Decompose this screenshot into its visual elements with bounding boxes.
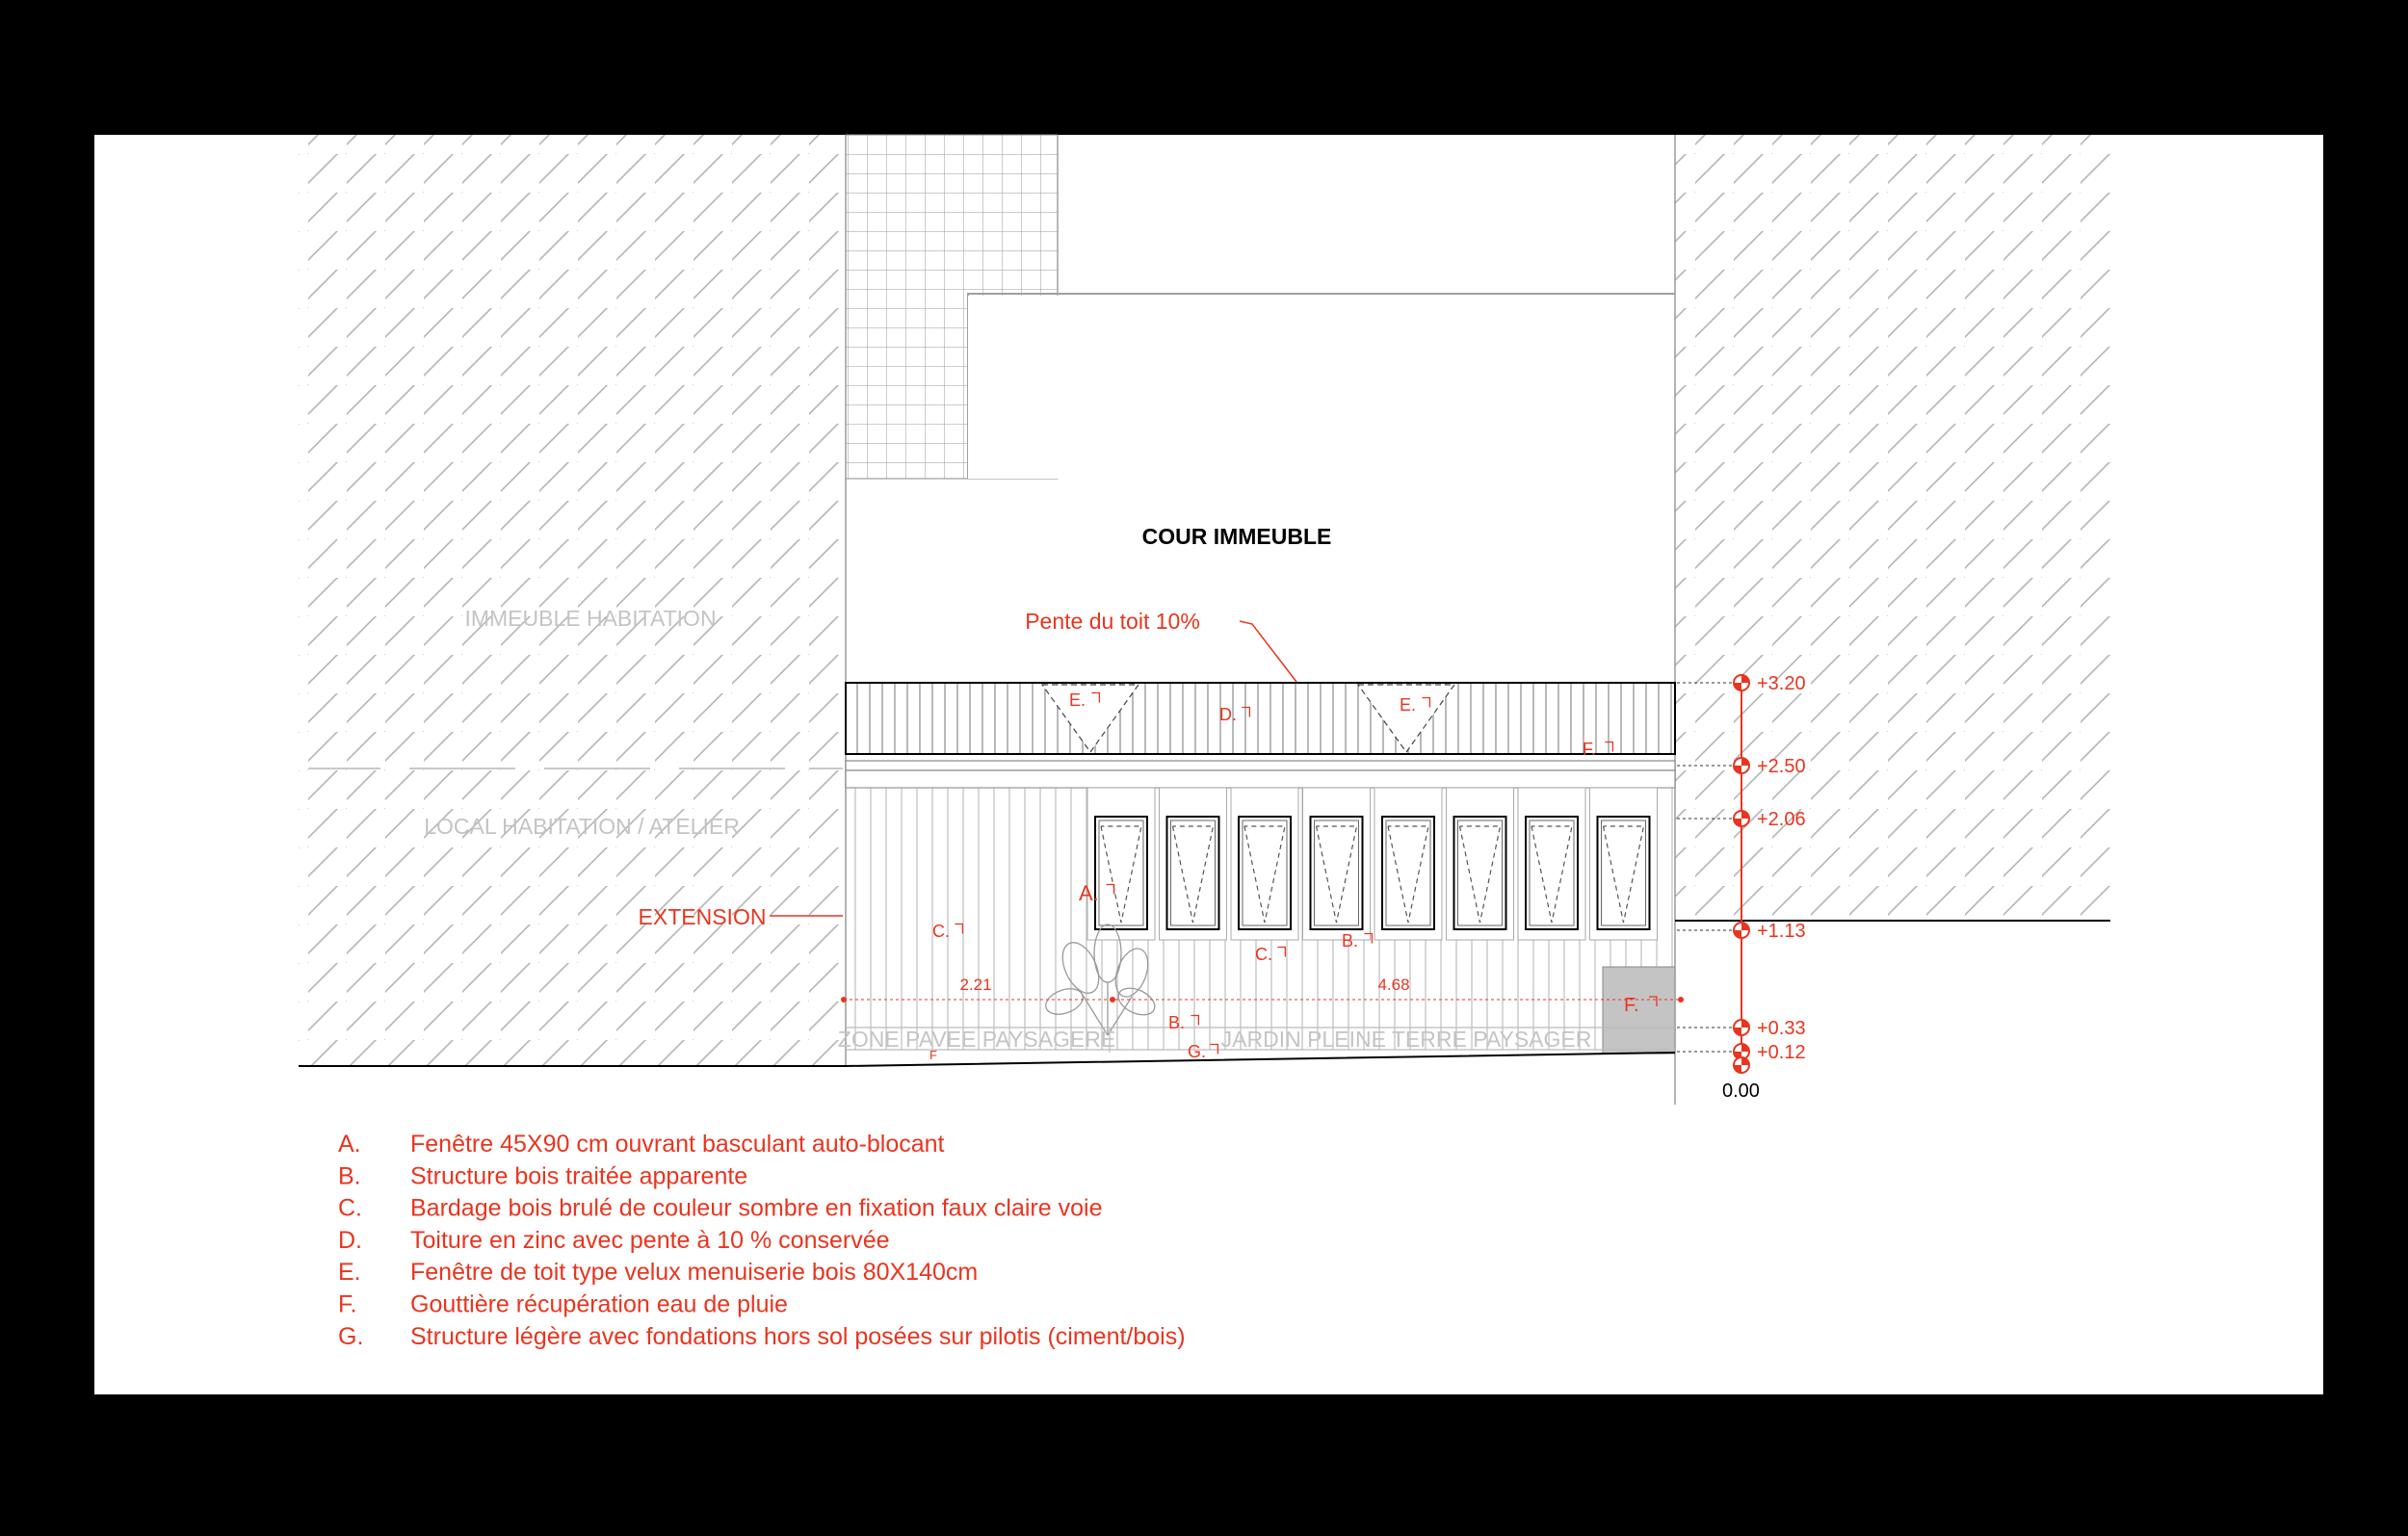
legend-key: C. <box>338 1195 362 1222</box>
callout-f2: F. <box>1624 995 1658 1016</box>
paved-zone-label: ZONE PAVEE PAYSAGERE <box>838 1027 1115 1052</box>
svg-text:E.: E. <box>1069 690 1086 710</box>
level-marker: +2.50 <box>1733 756 1806 777</box>
extension-label: EXTENSION <box>639 904 767 929</box>
callout-a: A. <box>1079 881 1115 905</box>
svg-text:G.: G. <box>1188 1042 1206 1061</box>
roof-slope-label: Pente du toit 10% <box>1025 609 1200 634</box>
callout-b1: B. <box>1168 1013 1200 1032</box>
dimension-line <box>841 997 1684 1002</box>
level-label: +3.20 <box>1757 673 1806 694</box>
level-marker: +0.12 <box>1733 1042 1806 1063</box>
svg-text:F: F <box>929 1048 937 1062</box>
legend-key: A. <box>338 1131 361 1158</box>
roof-band <box>845 769 1676 789</box>
window-7 <box>1517 787 1586 941</box>
right-building-hatch <box>1675 135 2110 921</box>
left-building-hatch <box>299 135 846 1066</box>
callout-e1: E. <box>1069 690 1101 710</box>
legend-item: F. Gouttière récupération eau de pluie <box>338 1291 788 1318</box>
callout-labels: A. B. B. C. C. D. E. E. F. F. F G. <box>929 690 1658 1062</box>
callout-d: D. <box>1219 705 1251 724</box>
svg-text:C.: C. <box>1255 945 1272 964</box>
callout-c2: C. <box>1255 945 1287 964</box>
legend: A. Fenêtre 45X90 cm ouvrant basculant aut… <box>338 1131 1186 1350</box>
plant-sketch <box>1045 924 1156 1036</box>
window-3 <box>1230 787 1299 941</box>
roof-slope-leader <box>1239 620 1297 683</box>
legend-key: D. <box>338 1227 362 1254</box>
ground-line <box>299 1052 1676 1067</box>
svg-text:F.: F. <box>1583 740 1596 759</box>
garden-zone-label: JARDIN PLEINE TERRE PAYSAGER <box>1221 1027 1592 1052</box>
level-label: +0.33 <box>1757 1018 1806 1039</box>
level-leaders <box>1677 682 1734 1053</box>
roof-zinc <box>845 682 1676 755</box>
legend-text: Fenêtre 45X90 cm ouvrant basculant auto-… <box>410 1131 945 1158</box>
svg-text:D.: D. <box>1219 705 1237 724</box>
legend-item: G. Structure légère avec fondations hors … <box>338 1323 1186 1350</box>
svg-text:E.: E. <box>1400 695 1416 715</box>
svg-text:F.: F. <box>1624 995 1639 1016</box>
gutter-box <box>1602 966 1676 1054</box>
court-label: COUR IMMEUBLE <box>1142 524 1332 549</box>
legend-item: C. Bardage bois brulé de couleur sombre e… <box>338 1195 1102 1222</box>
level-marker: 0.00 <box>1722 1056 1760 1102</box>
legend-key: G. <box>338 1323 363 1350</box>
window-1 <box>1086 787 1156 941</box>
level-marker: +0.33 <box>1733 1018 1806 1039</box>
svg-text:A.: A. <box>1079 881 1099 905</box>
level-label: +0.12 <box>1757 1042 1806 1063</box>
roof-fascia <box>845 760 1676 771</box>
callout-f1: F. <box>1583 740 1614 759</box>
legend-text: Toiture en zinc avec pente à 10 % conser… <box>410 1227 890 1254</box>
window-5 <box>1374 787 1443 941</box>
window-8 <box>1589 787 1658 941</box>
svg-text:B.: B. <box>1342 931 1358 950</box>
legend-item: A. Fenêtre 45X90 cm ouvrant basculant aut… <box>338 1131 945 1158</box>
window-2 <box>1159 787 1227 941</box>
legend-key: E. <box>338 1259 361 1286</box>
level-marker: +3.20 <box>1733 673 1806 694</box>
svg-text:B.: B. <box>1168 1013 1185 1032</box>
dimension-left: 2.21 <box>959 976 991 994</box>
callout-c1: C. <box>932 922 964 941</box>
level-label: +2.06 <box>1757 809 1806 830</box>
callout-g: G. <box>1188 1042 1219 1061</box>
legend-text: Bardage bois brulé de couleur sombre en … <box>410 1195 1102 1222</box>
callout-b2: B. <box>1342 931 1374 950</box>
building-label: IMMEUBLE HABITATION <box>464 606 716 631</box>
legend-item: E. Fenêtre de toit type velux menuiserie … <box>338 1259 978 1286</box>
svg-text:C.: C. <box>932 922 950 941</box>
level-label: +1.13 <box>1757 921 1806 942</box>
local-label: LOCAL HABITATION / ATELIER <box>424 814 740 839</box>
legend-key: F. <box>338 1291 356 1318</box>
window-group <box>1086 787 1658 941</box>
window-4 <box>1302 787 1371 941</box>
level-label: 0.00 <box>1722 1080 1760 1102</box>
legend-key: B. <box>338 1162 361 1189</box>
legend-item: B. Structure bois traitée apparente <box>338 1162 747 1189</box>
level-marker: +2.06 <box>1733 809 1806 830</box>
level-markers: +3.20 +2.50 +2.06 +1.13 +0.33 +0.12 0.00 <box>1722 673 1806 1102</box>
callout-f3: F <box>929 1048 937 1062</box>
level-label: +2.50 <box>1757 756 1806 777</box>
legend-text: Structure bois traitée apparente <box>410 1162 747 1189</box>
callout-e2: E. <box>1400 695 1431 715</box>
dimension-right: 4.68 <box>1377 976 1409 994</box>
legend-text: Structure légère avec fondations hors so… <box>410 1323 1186 1350</box>
legend-text: Gouttière récupération eau de pluie <box>410 1291 788 1318</box>
legend-text: Fenêtre de toit type velux menuiserie bo… <box>410 1259 978 1286</box>
legend-item: D. Toiture en zinc avec pente à 10 % cons… <box>338 1227 890 1254</box>
window-6 <box>1446 787 1514 941</box>
level-marker: +1.13 <box>1733 921 1806 942</box>
